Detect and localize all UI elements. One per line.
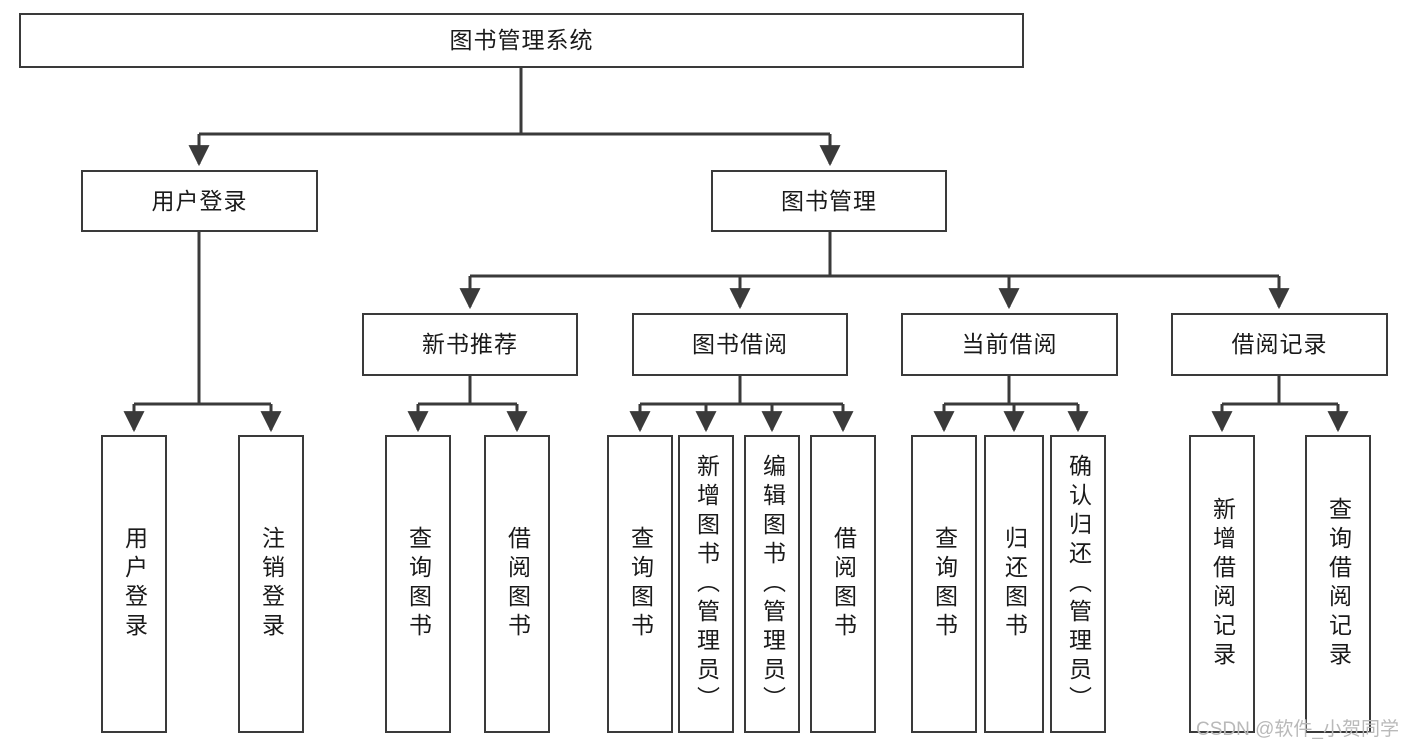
node-book-borrow[interactable]: 图书借阅 [632,313,848,376]
leaf-query-book-recommend-label: 查询图书 [405,526,432,642]
leaf-borrow-book[interactable]: 借阅图书 [810,435,876,733]
node-current-borrow[interactable]: 当前借阅 [901,313,1118,376]
leaf-query-book-borrow[interactable]: 查询图书 [607,435,673,733]
node-new-book-recommend-label: 新书推荐 [422,331,518,357]
leaf-add-book-admin-label: 新增图书（管理员） [693,453,720,715]
leaf-borrow-book-recommend-label: 借阅图书 [504,526,531,642]
node-book-management[interactable]: 图书管理 [711,170,947,232]
leaf-confirm-return-admin-label: 确认归还（管理员） [1065,453,1092,715]
node-borrow-records-label: 借阅记录 [1231,331,1328,357]
leaf-return-book[interactable]: 归还图书 [984,435,1044,733]
node-user-login[interactable]: 用户登录 [81,170,318,232]
leaf-user-login-label: 用户登录 [121,526,148,642]
node-root-label: 图书管理系统 [449,27,594,53]
node-book-management-label: 图书管理 [781,187,877,214]
leaf-borrow-book-recommend[interactable]: 借阅图书 [484,435,550,733]
node-root[interactable]: 图书管理系统 [19,13,1024,68]
leaf-confirm-return-admin[interactable]: 确认归还（管理员） [1050,435,1106,733]
leaf-edit-book-admin[interactable]: 编辑图书（管理员） [744,435,800,733]
leaf-edit-book-admin-label: 编辑图书（管理员） [759,453,786,715]
leaf-user-login[interactable]: 用户登录 [101,435,167,733]
node-new-book-recommend[interactable]: 新书推荐 [362,313,578,376]
node-user-login-label: 用户登录 [151,187,248,214]
leaf-logout[interactable]: 注销登录 [238,435,304,733]
leaf-query-borrow-record-label: 查询借阅记录 [1325,497,1352,671]
node-current-borrow-label: 当前借阅 [961,331,1058,357]
leaf-add-borrow-record-label: 新增借阅记录 [1209,497,1236,671]
leaf-query-book-recommend[interactable]: 查询图书 [385,435,451,733]
leaf-query-book-borrow-label: 查询图书 [627,526,654,642]
node-book-borrow-label: 图书借阅 [692,331,788,357]
leaf-add-borrow-record[interactable]: 新增借阅记录 [1189,435,1255,733]
leaf-logout-label: 注销登录 [258,526,285,642]
leaf-borrow-book-label: 借阅图书 [830,526,857,642]
leaf-query-borrow-record[interactable]: 查询借阅记录 [1305,435,1371,733]
leaf-query-book-current-label: 查询图书 [931,526,958,642]
leaf-query-book-current[interactable]: 查询图书 [911,435,977,733]
node-borrow-records[interactable]: 借阅记录 [1171,313,1388,376]
leaf-add-book-admin[interactable]: 新增图书（管理员） [678,435,734,733]
leaf-return-book-label: 归还图书 [1001,526,1028,642]
